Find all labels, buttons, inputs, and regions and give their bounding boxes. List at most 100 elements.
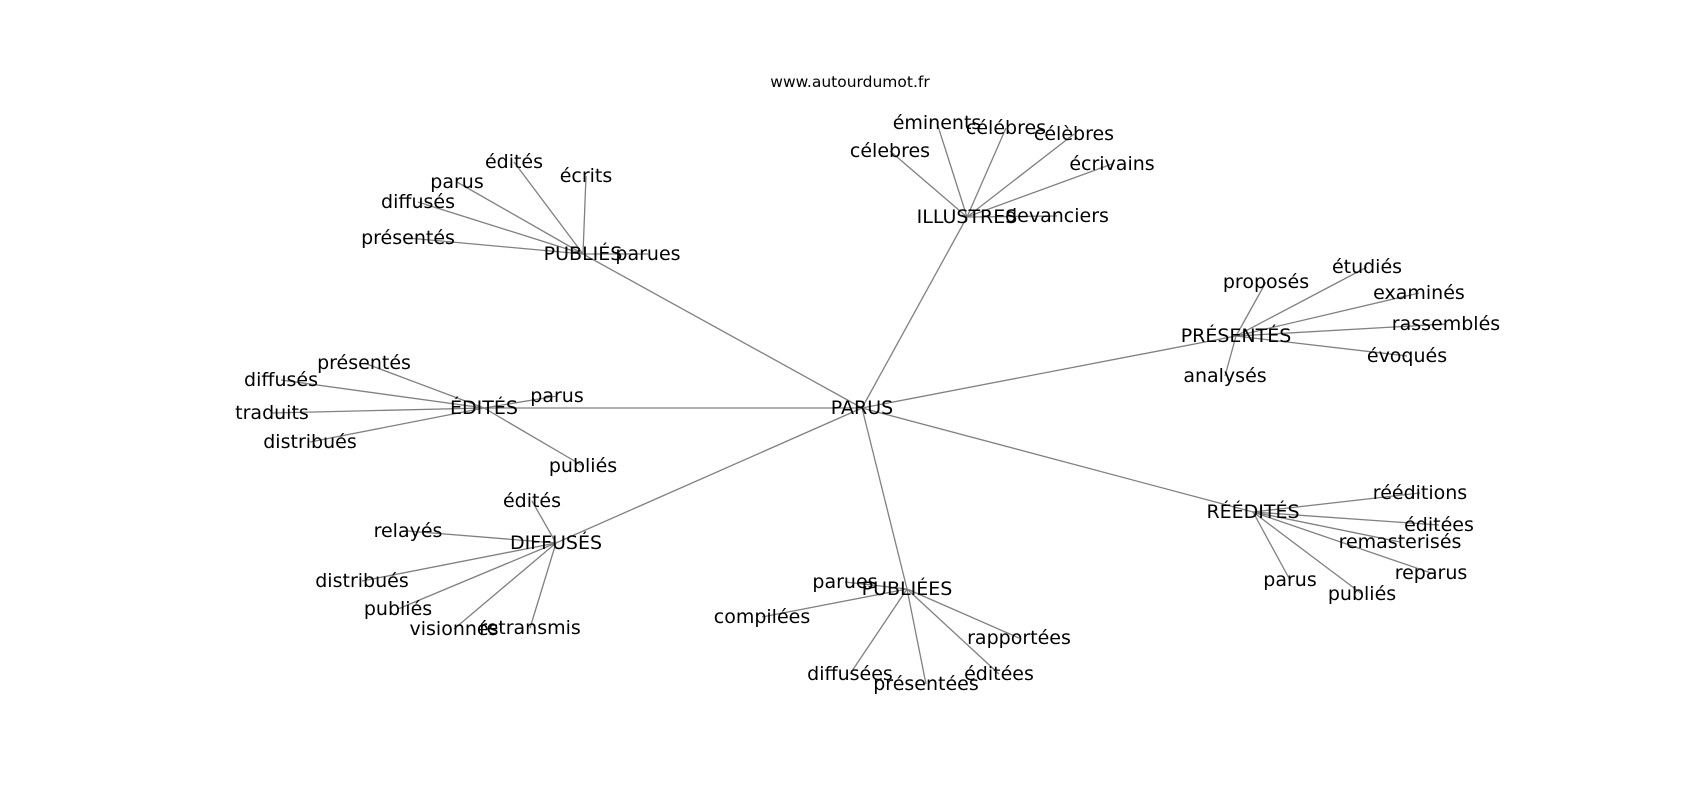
edge-presentes-to-rassembles xyxy=(1235,323,1447,337)
edge-publiees-to-rapportees xyxy=(906,588,1020,639)
edge-reedites-to-reeditions xyxy=(1252,492,1421,513)
leaf-node-presentes-examines: examinés xyxy=(1373,282,1465,304)
leaf-node-presentes-evoques: évoqués xyxy=(1367,345,1447,367)
leaf-node-reedites-editees: éditées xyxy=(1404,514,1474,536)
leaf-node-publies-edites: édités xyxy=(485,151,543,173)
leaf-node-diffuses-visionnes: visionnés xyxy=(410,618,499,640)
leaf-node-illustres-celebres: célèbres xyxy=(1034,123,1114,145)
edge-diffuses-to-relayes xyxy=(407,530,557,544)
site-watermark: www.autourdumot.fr xyxy=(770,73,930,91)
edge-publies-to-ecrits xyxy=(582,175,587,255)
edge-presentes-to-proposes xyxy=(1235,281,1267,337)
leaf-node-publiees-presentees: présentées xyxy=(873,673,979,695)
hub-node-reedites: RÉÉDITÉS xyxy=(1206,500,1299,523)
leaf-node-illustres-celebres: célébres xyxy=(966,117,1046,139)
center-node: PARUS xyxy=(831,397,893,419)
leaf-node-presentes-etudies: étudiés xyxy=(1332,256,1402,278)
edge-diffuses-to-edites xyxy=(531,500,557,544)
edge-publies-to-presentes xyxy=(407,237,584,255)
leaf-node-edites-diffuses: diffusés xyxy=(244,369,318,391)
edge-edites-to-parus xyxy=(483,395,558,409)
edge-center-to-presentes xyxy=(861,335,1237,409)
leaf-node-edites-parus: parus xyxy=(530,385,583,407)
leaf-node-publiees-parues: parues xyxy=(812,571,877,593)
edge-edites-to-publies xyxy=(483,407,584,467)
leaf-node-illustres-celebres: célebres xyxy=(850,140,930,162)
leaf-node-diffuses-publies: publiés xyxy=(364,598,432,620)
leaf-node-illustres-eminents: éminents xyxy=(893,112,982,134)
leaf-node-edites-presentes: présentés xyxy=(317,352,411,374)
leaf-node-reedites-parus: parus xyxy=(1263,569,1316,591)
hub-node-edites: ÉDITÉS xyxy=(450,396,518,419)
leaf-node-presentes-analyses: analysés xyxy=(1183,365,1266,387)
edge-presentes-to-examines xyxy=(1235,292,1420,337)
edge-publiees-to-editees xyxy=(906,588,1000,675)
edge-reedites-to-remasterises xyxy=(1252,511,1401,543)
edge-publiees-to-parues xyxy=(844,581,908,590)
leaf-node-presentes-rassembles: rassemblés xyxy=(1392,313,1500,335)
edge-center-to-publies xyxy=(582,253,863,409)
edge-diffuses-to-publies xyxy=(397,542,557,610)
edge-diffuses-to-visionnes xyxy=(453,542,557,630)
leaf-node-publies-parues: parues xyxy=(615,243,680,265)
leaf-node-reedites-reparus: reparus xyxy=(1395,562,1468,584)
leaf-node-diffuses-retransmis: retransmis xyxy=(479,617,581,639)
leaf-node-reedites-remasterises: remasterisés xyxy=(1339,531,1462,553)
leaf-node-edites-traduits: traduits xyxy=(235,402,309,424)
edge-publies-to-parus xyxy=(456,181,584,255)
leaf-node-publiees-rapportees: rapportées xyxy=(967,627,1071,649)
leaf-node-reedites-publies: publiés xyxy=(1328,583,1396,605)
edge-illustres-to-celebres xyxy=(966,127,1007,218)
edge-diffuses-to-retransmis xyxy=(529,542,557,629)
leaf-node-publiees-diffusees: diffusées xyxy=(807,663,893,685)
edge-center-to-diffuses xyxy=(555,407,863,544)
leaf-node-publies-presentes: présentés xyxy=(361,227,455,249)
edge-edites-to-distribues xyxy=(309,407,485,443)
leaf-node-reedites-reeditions: rééditions xyxy=(1373,482,1467,504)
graph-labels: www.autourdumot.fr PARUS édités écrits par… xyxy=(235,73,1500,695)
leaf-node-diffuses-edites: édités xyxy=(503,490,561,512)
edge-reedites-to-reparus xyxy=(1252,511,1432,574)
edge-presentes-to-analyses xyxy=(1224,335,1237,377)
edge-center-to-reedites xyxy=(861,407,1254,513)
leaf-node-illustres-ecrivains: écrivains xyxy=(1069,153,1154,175)
leaf-node-presentes-proposes: proposés xyxy=(1223,271,1309,293)
hub-node-publiees: PUBLIÉES xyxy=(862,577,953,600)
leaf-node-publies-ecrits: écrits xyxy=(560,165,613,187)
hub-node-illustres: ILLUSTRES xyxy=(917,206,1018,228)
edge-center-to-illustres xyxy=(861,216,968,409)
edge-center-to-publiees xyxy=(861,407,908,590)
leaf-node-edites-distribues: distribués xyxy=(263,431,356,453)
edge-illustres-to-devanciers xyxy=(966,215,1058,218)
leaf-node-diffuses-distribues: distribués xyxy=(315,570,408,592)
edge-illustres-to-celebres xyxy=(889,150,968,218)
edge-diffuses-to-distribues xyxy=(361,542,557,582)
edge-illustres-to-ecrivains xyxy=(966,163,1113,218)
edge-edites-to-presentes xyxy=(363,362,485,409)
hub-node-diffuses: DIFFUSÉS xyxy=(510,531,602,554)
edge-publies-to-diffuses xyxy=(417,201,584,255)
leaf-node-publiees-editees: éditées xyxy=(964,663,1034,685)
edge-illustres-to-celebres xyxy=(966,133,1075,218)
leaf-node-publies-parus: parus xyxy=(430,171,483,193)
edge-presentes-to-evoques xyxy=(1235,335,1408,357)
edge-reedites-to-editees xyxy=(1252,511,1440,526)
edge-reedites-to-parus xyxy=(1252,511,1291,581)
edge-reedites-to-publies xyxy=(1252,511,1363,595)
hub-node-publies: PUBLIÉS xyxy=(544,242,623,265)
graph-edges xyxy=(271,122,1447,685)
edge-publiees-to-compilees xyxy=(761,588,908,618)
edge-edites-to-traduits xyxy=(271,407,485,414)
edge-presentes-to-etudies xyxy=(1235,266,1368,337)
edge-publiees-to-presentees xyxy=(906,588,927,685)
hub-node-presentes: PRÉSENTÉS xyxy=(1181,324,1292,347)
leaf-node-illustres-devanciers: devanciers xyxy=(1005,205,1109,227)
leaf-node-diffuses-relayes: relayés xyxy=(374,520,443,542)
leaf-node-publies-diffuses: diffusés xyxy=(381,191,455,213)
leaf-node-publiees-compilees: compilées xyxy=(714,606,810,628)
leaf-node-edites-publies: publiés xyxy=(549,455,617,477)
edge-illustres-to-eminents xyxy=(936,122,968,218)
edge-publiees-to-diffusees xyxy=(849,588,908,675)
edge-edites-to-diffuses xyxy=(280,379,485,409)
